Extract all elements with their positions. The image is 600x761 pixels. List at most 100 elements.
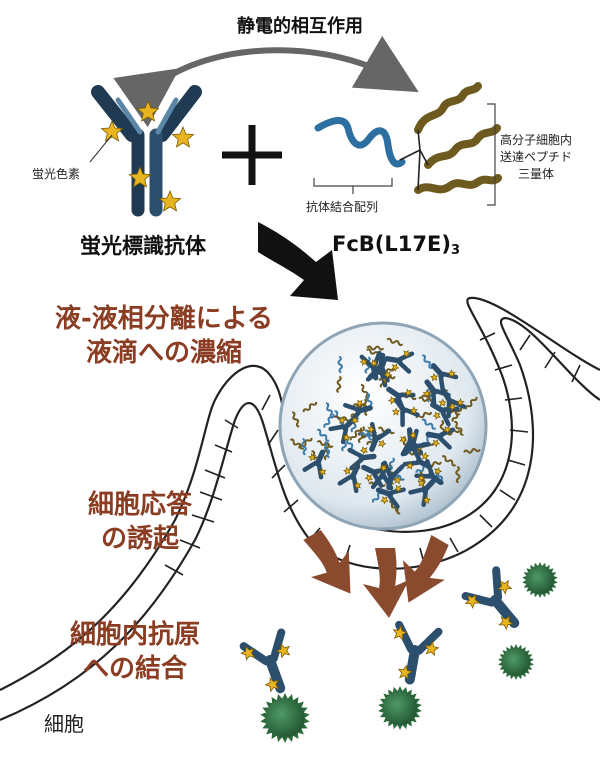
- release-arrow: [363, 548, 409, 618]
- dye-star-icon: [443, 425, 452, 435]
- antibody-icon: [391, 397, 420, 428]
- binding-seq-bracket: [313, 178, 393, 194]
- trimer-label: 高分子細胞内 送達ペプチド 三量体: [500, 133, 573, 181]
- peptide-name-label: FcB(L17E)3: [332, 232, 460, 258]
- peptide-linker-lines: [399, 129, 429, 191]
- dye-star-icon: [392, 625, 408, 641]
- antibody-icon: [367, 352, 392, 383]
- peptide-trimer-icon: [414, 82, 502, 194]
- peptide-squiggle: [337, 355, 343, 374]
- dye-pointer-line: [89, 134, 113, 163]
- dye-star-icon: [399, 435, 408, 445]
- dye-star-icon: [406, 461, 415, 470]
- main-process-arrow: [258, 222, 338, 300]
- dye-star-icon: [464, 593, 481, 609]
- release-arrow: [303, 530, 351, 594]
- droplet-contents: [289, 337, 481, 515]
- antibody-icon: [430, 402, 460, 427]
- dye-star-icon: [240, 645, 255, 661]
- peptide-squiggle: [441, 455, 457, 467]
- dye-star-icon: [307, 452, 317, 462]
- release-arrows: [303, 530, 449, 618]
- antigen-binding-label: 細胞内抗原 への結合: [70, 620, 201, 684]
- antigen-icon: [378, 686, 422, 730]
- dye-star-icon: [402, 349, 411, 359]
- dye-star-icon: [438, 398, 447, 407]
- dye-star-icon: [417, 478, 427, 487]
- peptide-squiggle: [323, 413, 335, 428]
- dye-star-icon: [359, 446, 369, 455]
- dye-star-icon: [408, 431, 417, 440]
- released-antibody-icon: [392, 620, 443, 685]
- dye-star-icon: [342, 466, 352, 476]
- released-antibody-icon: [239, 628, 291, 694]
- dye-star-icon: [391, 363, 400, 372]
- peptide-squiggle: [454, 420, 464, 436]
- dye-star-icon: [100, 119, 124, 142]
- fluorescent-dye-stars: [100, 99, 195, 212]
- dye-star-icon: [397, 664, 413, 680]
- dye-star-icon: [409, 406, 419, 415]
- antigen-icon: [260, 693, 310, 743]
- antigen-icon: [522, 562, 558, 598]
- dye-star-icon: [367, 425, 376, 434]
- dye-star-icon: [136, 99, 160, 122]
- dye-star-icon: [456, 397, 465, 407]
- dye-star-icon: [391, 407, 401, 416]
- peptide-squiggle: [366, 345, 385, 351]
- llps-label: 液-液相分離による 液滴への濃縮: [55, 304, 274, 368]
- binding-seq-label: 抗体結合配列: [306, 200, 379, 214]
- antibody-icon: [302, 449, 327, 480]
- peptide-squiggle: [302, 401, 318, 413]
- peptide-squiggle: [386, 337, 404, 347]
- released-antibodies: [239, 566, 520, 694]
- peptide-squiggle: [323, 442, 330, 461]
- plus-icon: [222, 125, 282, 185]
- peptide-squiggle: [464, 396, 478, 410]
- dye-star-icon: [447, 402, 457, 412]
- dye-star-icon: [369, 359, 379, 368]
- peptide-squiggle: [455, 465, 461, 484]
- dye-star-icon: [171, 125, 195, 148]
- dye-star-icon: [434, 467, 443, 476]
- antibody-icon: [425, 425, 456, 450]
- antibody-icon: [384, 349, 415, 374]
- peptide-squiggle: [349, 427, 363, 441]
- dye-star-icon: [498, 615, 514, 631]
- peptide-squiggle: [316, 440, 334, 449]
- antigen-icon: [498, 644, 534, 680]
- fluor-dye-label: 蛍光色素: [32, 167, 81, 181]
- dye-star-icon: [378, 439, 387, 449]
- dye-star-icon: [379, 463, 388, 473]
- dye-star-icon: [264, 677, 280, 693]
- antibody-icon: [402, 445, 433, 470]
- dye-star-icon: [359, 357, 368, 367]
- peptide-squiggle: [292, 411, 300, 428]
- dye-star-icon: [355, 399, 364, 408]
- dye-star-icon: [383, 370, 392, 380]
- peptide-squiggle: [298, 437, 313, 449]
- peptide-squiggle: [289, 438, 305, 450]
- dye-star-icon: [338, 415, 347, 425]
- dye-star-icon: [422, 495, 432, 504]
- dye-star-icon: [350, 416, 360, 425]
- antibody-icon: [408, 478, 436, 507]
- peptide-squiggle: [336, 375, 342, 394]
- peptide-squiggle: [325, 402, 334, 419]
- electrostatic-label: 静電的相互作用: [237, 16, 363, 37]
- intracellular-antigens: [260, 562, 558, 743]
- dye-star-icon: [417, 474, 426, 483]
- dye-star-icon: [403, 388, 413, 398]
- dye-star-icon: [447, 369, 456, 378]
- dye-star-icon: [424, 640, 440, 657]
- peptide-squiggle: [316, 428, 330, 442]
- peptide-squiggle: [422, 354, 433, 370]
- binding-sequence-icon: [314, 117, 406, 168]
- peptide-squiggle: [324, 441, 331, 459]
- dye-star-icon: [429, 372, 439, 382]
- antibody-icon: [429, 363, 459, 392]
- interaction-arrow: [113, 35, 419, 128]
- cell-label: 細胞: [44, 712, 84, 736]
